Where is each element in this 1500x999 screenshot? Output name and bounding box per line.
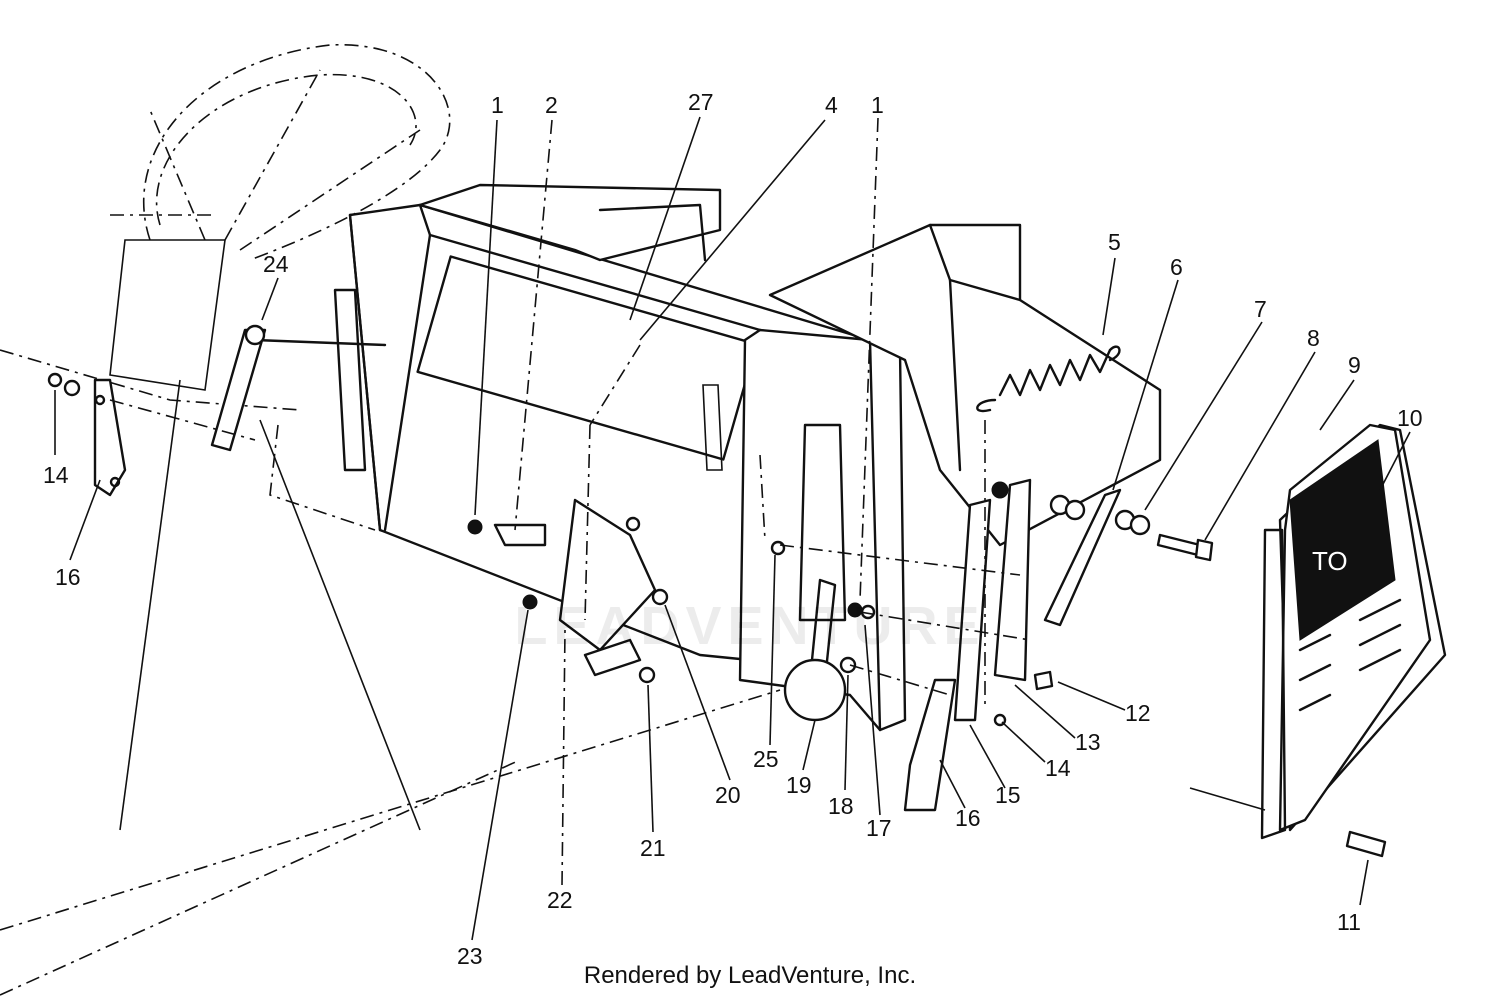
callout-4: 4 <box>825 92 838 118</box>
spring <box>976 345 1121 413</box>
callout-9: 9 <box>1348 352 1361 378</box>
side-cover: TO <box>1189 423 1447 858</box>
callout-18: 18 <box>828 793 854 819</box>
callout-14-right: 14 <box>1045 755 1071 781</box>
center-brackets <box>467 498 669 684</box>
callout-5: 5 <box>1108 229 1121 255</box>
callout-22: 22 <box>547 887 573 913</box>
right-linkage <box>770 478 1032 812</box>
callout-11: 11 <box>1337 909 1361 935</box>
callout-16-right: 16 <box>955 805 981 831</box>
pivot-arm <box>1033 488 1214 691</box>
callout-16-left: 16 <box>55 564 81 590</box>
callouts: 1 2 27 4 1 5 6 7 8 9 10 24 14 16 12 13 1… <box>43 89 1423 969</box>
callout-27: 27 <box>688 89 714 115</box>
leader-lines <box>54 116 1411 941</box>
hood-cover <box>418 183 722 262</box>
callout-25: 25 <box>753 746 779 772</box>
link-rod <box>210 324 387 452</box>
callout-20: 20 <box>715 782 741 808</box>
callout-14-left: 14 <box>43 462 69 488</box>
callout-19: 19 <box>786 772 812 798</box>
callout-6: 6 <box>1170 254 1183 280</box>
callout-10: 10 <box>1397 405 1423 431</box>
callout-8: 8 <box>1307 325 1320 351</box>
callout-1-right: 1 <box>871 92 884 118</box>
hand-lever <box>783 578 847 722</box>
dash-panel <box>333 203 872 662</box>
callout-1-left: 1 <box>491 92 504 118</box>
assembly-lines <box>109 399 1031 710</box>
watermark: LEADVENTURE <box>514 596 986 656</box>
callout-2: 2 <box>545 92 558 118</box>
callout-23: 23 <box>457 943 483 969</box>
callout-21: 21 <box>640 835 666 861</box>
callout-15: 15 <box>995 782 1021 808</box>
side-panel <box>738 328 907 732</box>
left-bracket <box>47 372 127 497</box>
rear-console <box>768 223 1162 547</box>
steering-wheel <box>110 44 451 261</box>
callout-12: 12 <box>1125 700 1151 726</box>
decal-text: TO <box>1312 546 1348 576</box>
callout-24: 24 <box>263 251 289 277</box>
footer-credit: Rendered by LeadVenture, Inc. <box>583 962 917 989</box>
callout-17: 17 <box>866 815 892 841</box>
callout-13: 13 <box>1075 729 1101 755</box>
callout-7: 7 <box>1254 296 1267 322</box>
